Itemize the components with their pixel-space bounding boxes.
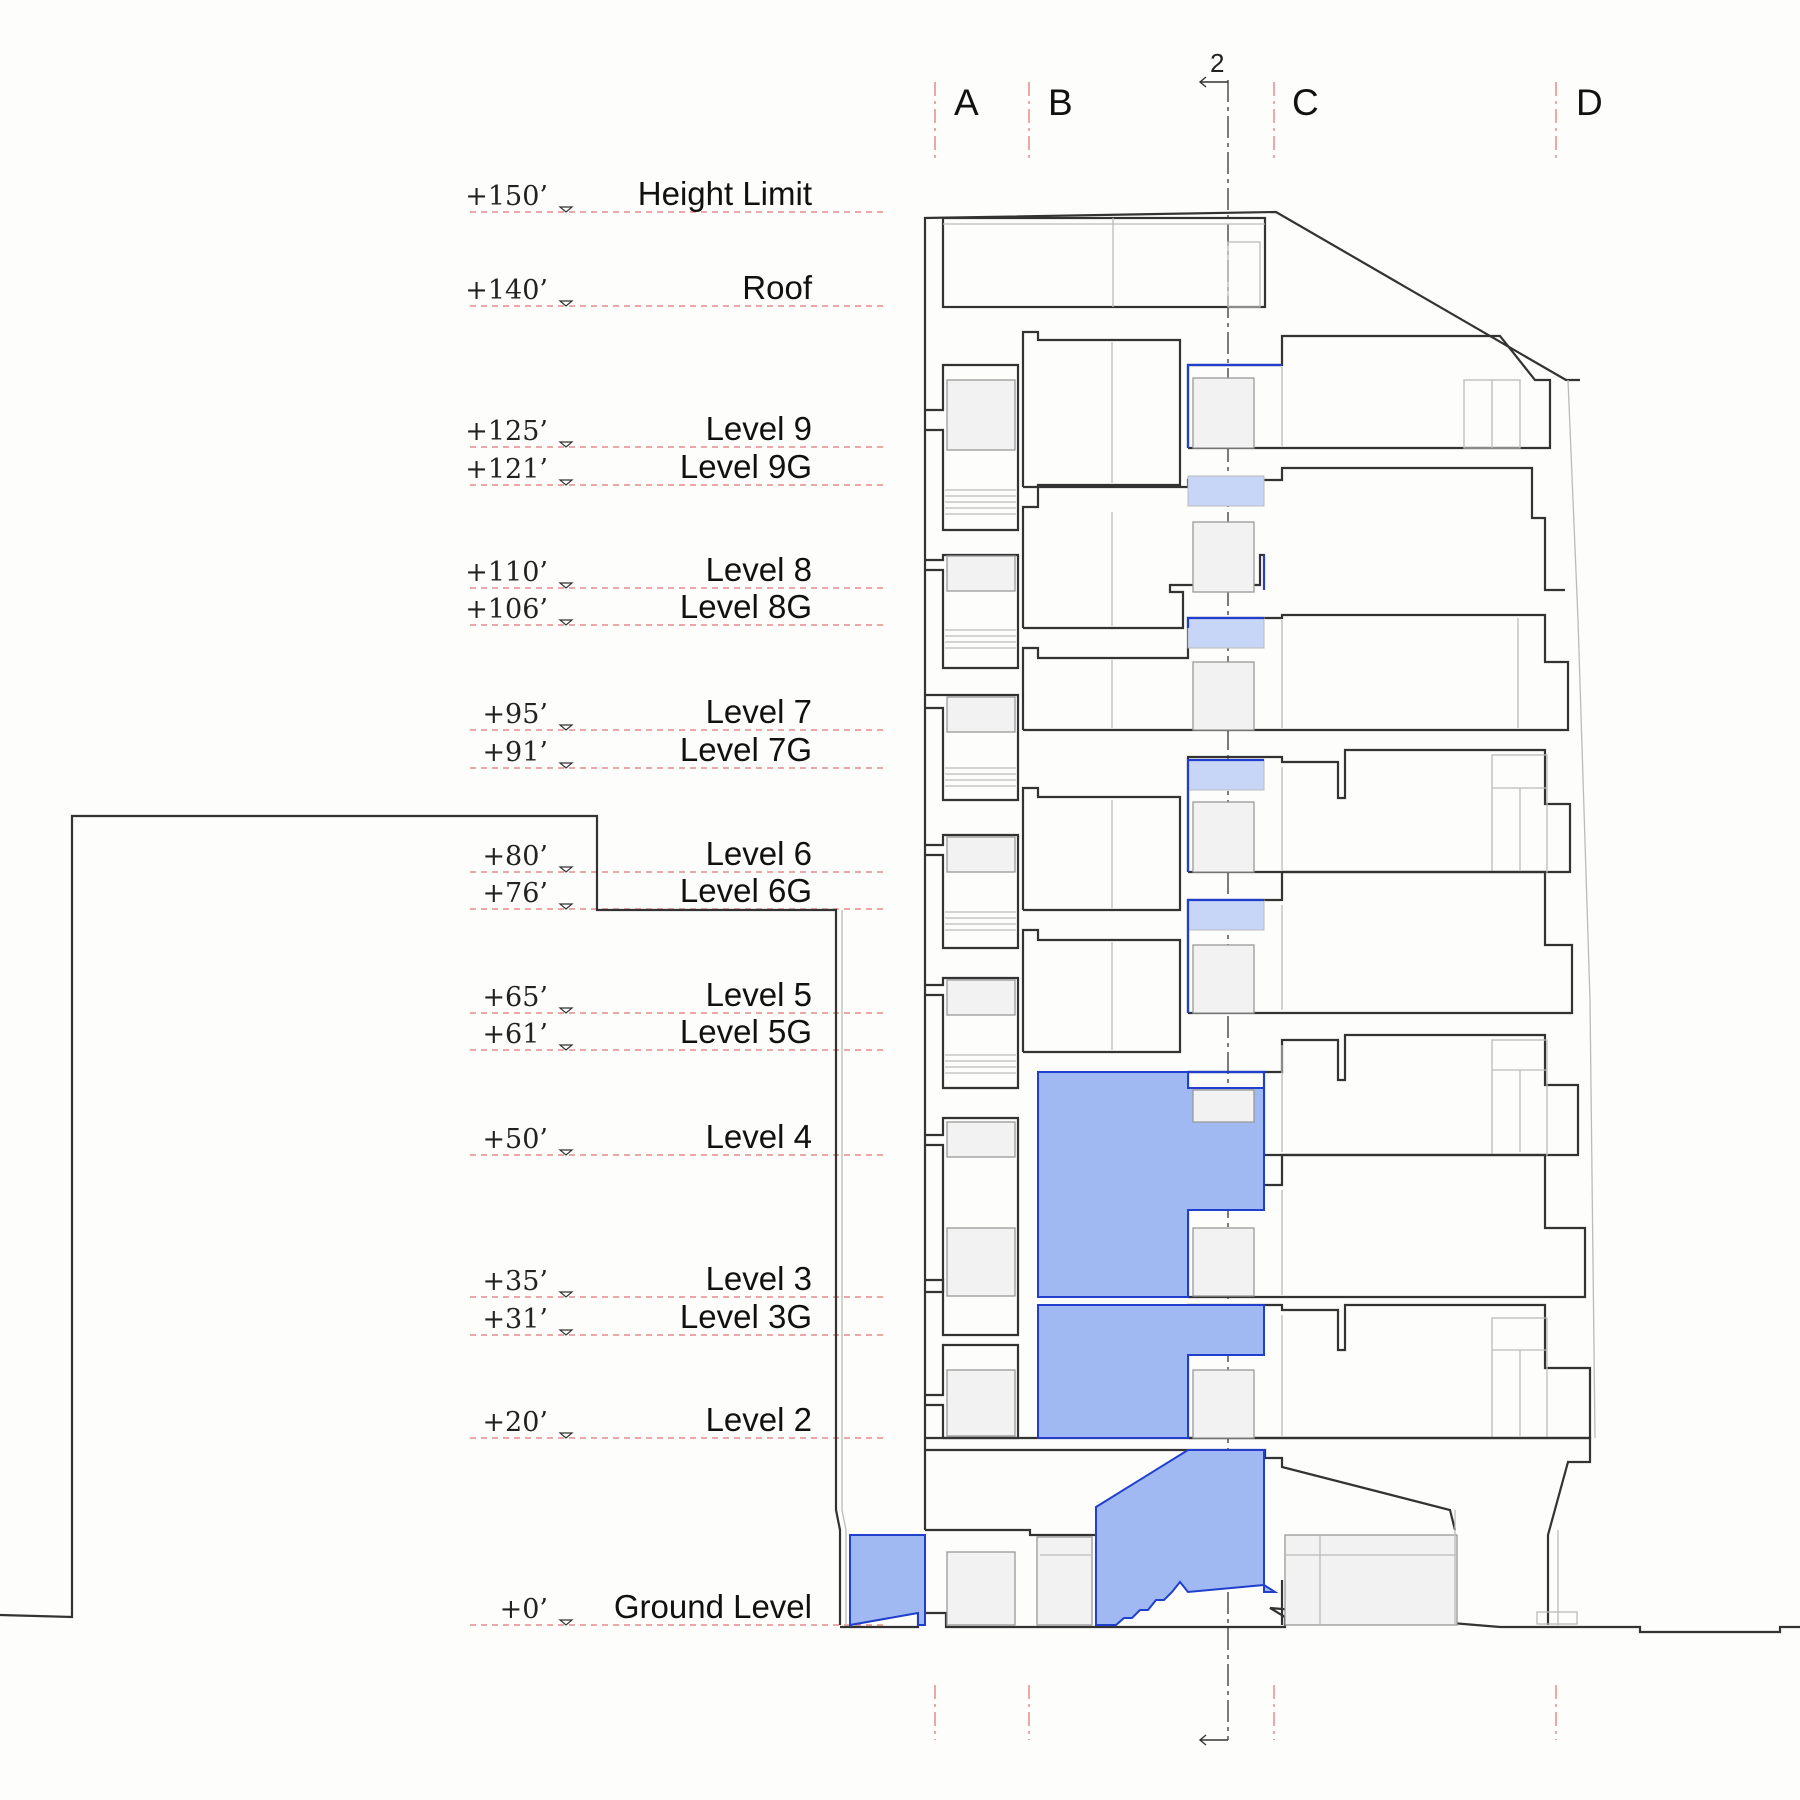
- level-datum: +0’ Ground Level: [470, 1588, 885, 1626]
- level-datum: +20’ Level 2: [470, 1401, 885, 1439]
- level-name: Level 5G: [680, 1013, 812, 1050]
- level-name: Roof: [742, 269, 813, 306]
- level-elevation: +125’: [465, 416, 548, 447]
- level-elevation: +20’: [482, 1407, 548, 1438]
- level-marker-icon: [558, 1007, 574, 1014]
- section-marker-label: 2: [1210, 48, 1224, 78]
- level-name: Level 8: [706, 551, 812, 588]
- level-marker-icon: [558, 441, 574, 448]
- level-datum: +65’ Level 5: [470, 976, 885, 1014]
- level-elevation: +35’: [482, 1266, 548, 1297]
- grid-label-c: C: [1292, 82, 1319, 123]
- level-marker-icon: [558, 903, 574, 910]
- level-datum: +121’ Level 9G: [465, 448, 885, 486]
- level-datums: +150’Height Limit+140’Roof+125’Level 9+1…: [465, 175, 885, 1626]
- adjacent-building-outline: [0, 814, 847, 1625]
- level-name: Level 3G: [680, 1298, 812, 1335]
- level-marker-icon: [558, 479, 574, 486]
- level-marker-icon: [558, 1044, 574, 1051]
- level-name: Level 6G: [680, 872, 812, 909]
- level-marker-icon: [558, 1432, 574, 1439]
- level-elevation: +50’: [482, 1124, 548, 1155]
- level-marker-icon: [558, 866, 574, 873]
- level-name: Level 9G: [680, 448, 812, 485]
- level-datum: +91’ Level 7G: [470, 731, 885, 769]
- level-elevation: +31’: [482, 1304, 548, 1335]
- level-elevation: +110’: [465, 557, 548, 588]
- level-datum: +31’ Level 3G: [470, 1298, 885, 1336]
- grid-label-b: B: [1048, 82, 1073, 123]
- level-marker-icon: [558, 300, 574, 307]
- level-name: Level 7: [706, 693, 812, 730]
- level-marker-icon: [558, 1329, 574, 1336]
- level-datum: +125’ Level 9: [465, 410, 885, 448]
- level-marker-icon: [558, 1149, 574, 1156]
- level-elevation: +91’: [482, 737, 548, 768]
- level-datum: +80’ Level 6: [470, 835, 885, 873]
- level-elevation: +106’: [465, 594, 548, 625]
- level-datum: +106’ Level 8G: [465, 588, 885, 626]
- level-name: Level 5: [706, 976, 812, 1013]
- level-datum: +110’ Level 8: [465, 551, 885, 589]
- ground-floor: [946, 1510, 1458, 1626]
- level-elevation: +121’: [465, 454, 548, 485]
- level-datum: +35’ Level 3: [470, 1260, 885, 1298]
- level-elevation: +150’: [465, 181, 548, 212]
- level-name: Level 8G: [680, 588, 812, 625]
- level-elevation: +0’: [500, 1594, 548, 1625]
- level-elevation: +61’: [482, 1019, 548, 1050]
- level-name: Height Limit: [638, 175, 812, 212]
- level-name: Level 3: [706, 1260, 812, 1297]
- level-datum: +150’ Height Limit: [465, 175, 885, 213]
- level-marker-icon: [558, 619, 574, 626]
- level-name: Level 4: [706, 1118, 812, 1155]
- level-marker-icon: [558, 1619, 574, 1626]
- level-datum: +140’ Roof: [465, 269, 885, 307]
- grid-label-a: A: [954, 82, 979, 123]
- level-elevation: +76’: [482, 878, 548, 909]
- level-name: Level 2: [706, 1401, 812, 1438]
- level-elevation: +80’: [482, 841, 548, 872]
- level-datum: +50’ Level 4: [470, 1118, 885, 1156]
- residential-floors: [925, 330, 1596, 1625]
- level-name: Level 9: [706, 410, 812, 447]
- level-datum: +61’ Level 5G: [470, 1013, 885, 1051]
- level-datum: +95’ Level 7: [470, 693, 885, 731]
- level-marker-icon: [558, 724, 574, 731]
- level-elevation: +140’: [465, 275, 548, 306]
- level-datum: +76’ Level 6G: [470, 872, 885, 910]
- level-marker-icon: [558, 1291, 574, 1298]
- stair-core-a: [925, 363, 1020, 1440]
- building: [849, 210, 1596, 1627]
- level-name: Ground Level: [614, 1588, 812, 1625]
- level-elevation: +95’: [482, 699, 548, 730]
- level-marker-icon: [558, 582, 574, 589]
- level-elevation: +65’: [482, 982, 548, 1013]
- level-name: Level 6: [706, 835, 812, 872]
- level-marker-icon: [558, 206, 574, 213]
- level-marker-icon: [558, 762, 574, 769]
- grid-label-d: D: [1576, 82, 1603, 123]
- grid-lines: [934, 82, 1557, 1740]
- level-name: Level 7G: [680, 731, 812, 768]
- circulation-core-highlight: [849, 363, 1282, 1627]
